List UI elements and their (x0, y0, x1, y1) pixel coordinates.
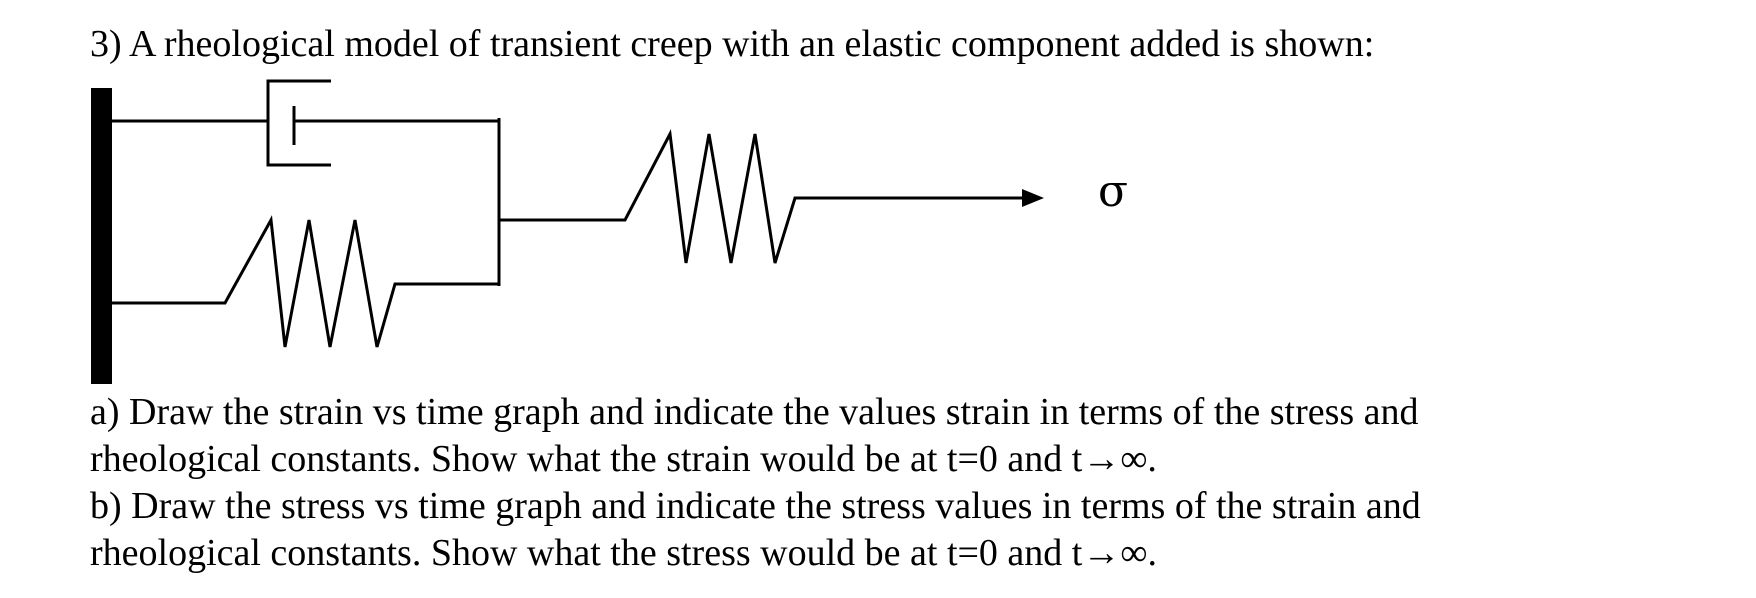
parallel-spring (112, 215, 499, 348)
dashpot (112, 79, 499, 167)
part-a-line-2: rheological constants. Show what the str… (90, 438, 1157, 480)
stress-label: σ (1098, 166, 1128, 217)
load-arrow (900, 189, 1044, 207)
question-parts: a) Draw the strain vs time graph and ind… (90, 389, 1421, 577)
part-b-line-1: b) Draw the stress vs time graph and ind… (90, 485, 1421, 527)
fixed-wall (91, 88, 112, 384)
question-title: 3) A rheological model of transient cree… (90, 23, 1375, 65)
series-spring (499, 129, 900, 264)
part-a-line-1: a) Draw the strain vs time graph and ind… (90, 391, 1419, 433)
part-b-line-2: rheological constants. Show what the str… (90, 532, 1157, 574)
